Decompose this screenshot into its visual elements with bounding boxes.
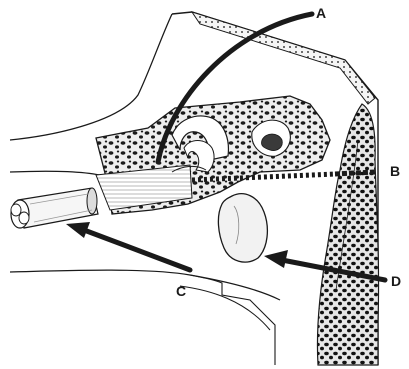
label-b: B xyxy=(390,163,400,179)
label-c: C xyxy=(176,283,186,299)
structure-d-body xyxy=(218,194,267,262)
label-d: D xyxy=(391,273,401,289)
label-a: A xyxy=(316,5,326,21)
